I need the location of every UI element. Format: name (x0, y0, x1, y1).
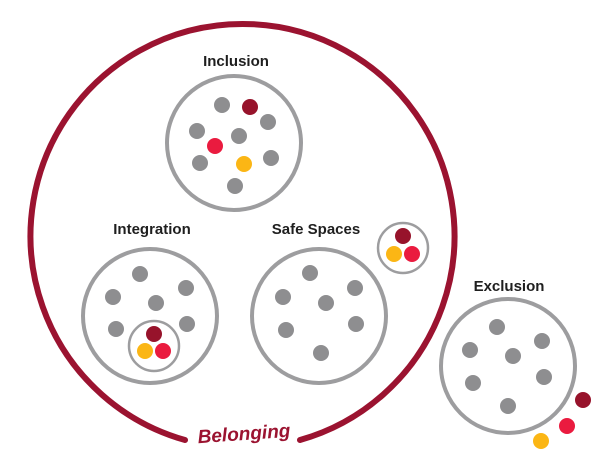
exclusion-ring (439, 297, 577, 435)
inclusion-label: Inclusion (203, 53, 269, 70)
red-dot (559, 418, 575, 434)
gray-dot (178, 280, 194, 296)
dark-red-dot (575, 392, 591, 408)
gray-dot (189, 123, 205, 139)
integration-group: Integration (81, 221, 219, 385)
yellow-dot (137, 343, 153, 359)
gray-dot (179, 316, 195, 332)
gray-dot (348, 316, 364, 332)
gray-dot (302, 265, 318, 281)
inclusion-group: Inclusion (165, 53, 303, 212)
belonging-ring (27, 21, 458, 443)
gray-dot (313, 345, 329, 361)
yellow-dot (236, 156, 252, 172)
integration-label: Integration (113, 221, 191, 238)
gray-dot (192, 155, 208, 171)
red-dot (155, 343, 171, 359)
gray-dot (148, 295, 164, 311)
dark-red-dot (395, 228, 411, 244)
gray-dot (465, 375, 481, 391)
gray-dot (263, 150, 279, 166)
safe-spaces-ring (250, 247, 388, 385)
integration-ring (81, 247, 219, 385)
gray-dot (132, 266, 148, 282)
gray-dot (278, 322, 294, 338)
safe-spaces-subgroup (376, 221, 430, 275)
gray-dot (462, 342, 478, 358)
gray-dot (231, 128, 247, 144)
gray-dot (534, 333, 550, 349)
safe-spaces-group: Safe Spaces (250, 221, 430, 385)
gray-dot (505, 348, 521, 364)
gray-dot (227, 178, 243, 194)
red-dot (207, 138, 223, 154)
integration-subgroup (127, 319, 181, 373)
gray-dot (260, 114, 276, 130)
gray-dot (214, 97, 230, 113)
yellow-dot (533, 433, 549, 449)
exclusion-group: Exclusion (439, 278, 591, 449)
gray-dot (489, 319, 505, 335)
red-dot (404, 246, 420, 262)
gray-dot (536, 369, 552, 385)
dark-red-dot (242, 99, 258, 115)
dark-red-dot (146, 326, 162, 342)
yellow-dot (386, 246, 402, 262)
gray-dot (108, 321, 124, 337)
subgroup-ring (127, 319, 181, 373)
gray-dot (105, 289, 121, 305)
gray-dot (347, 280, 363, 296)
gray-dot (275, 289, 291, 305)
gray-dot (318, 295, 334, 311)
inclusion-ring (165, 74, 303, 212)
exclusion-label: Exclusion (474, 278, 545, 295)
belonging-label: Belonging (197, 421, 292, 448)
gray-dot (500, 398, 516, 414)
safe-spaces-label: Safe Spaces (272, 221, 360, 238)
